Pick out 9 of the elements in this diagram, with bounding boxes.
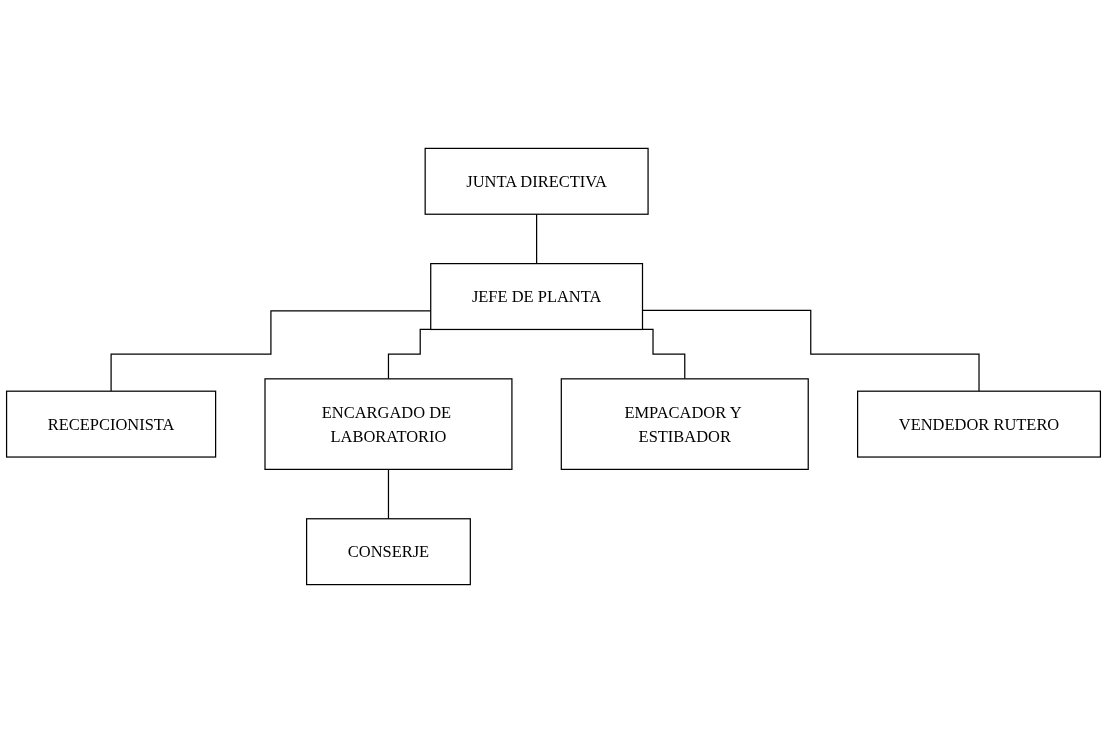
node-box: EMPACADOR Y ESTIBADOR: [560, 378, 809, 470]
node-box: JUNTA DIRECTIVA: [424, 147, 649, 215]
node-box: VENDEDOR RUTERO: [857, 390, 1102, 458]
node-box: JEFE DE PLANTA: [430, 263, 644, 331]
node-box: RECEPCIONISTA: [5, 390, 217, 458]
node-box: ENCARGADO DE LABORATORIO: [264, 378, 513, 470]
connector: [387, 468, 390, 520]
node-box: CONSERJE: [306, 518, 471, 586]
connector: [536, 213, 538, 265]
